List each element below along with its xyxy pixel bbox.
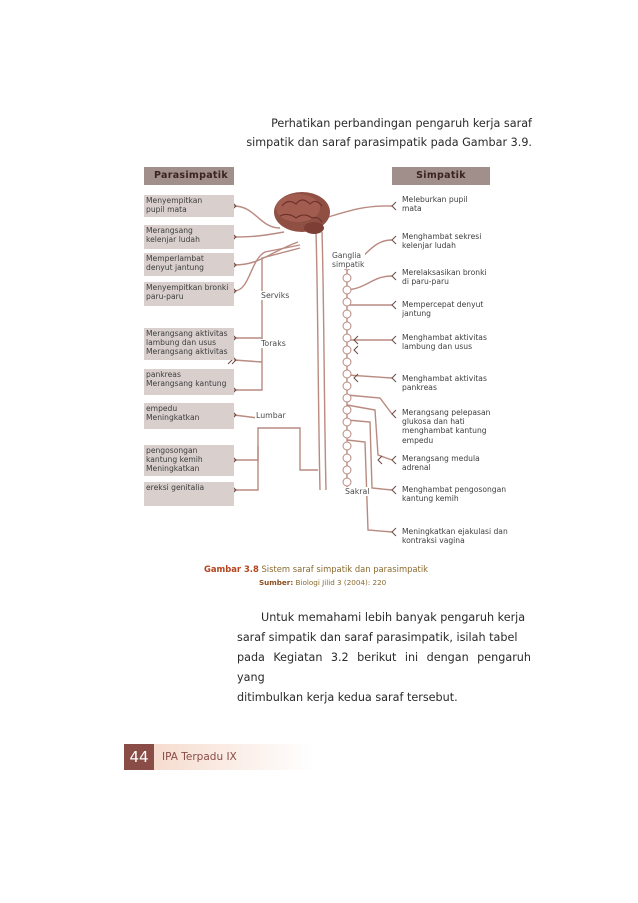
- body-paragraph: Untuk memahami lebih banyak pengaruh ker…: [237, 608, 531, 708]
- body-line-1: Untuk memahami lebih banyak pengaruh ker…: [237, 608, 531, 628]
- region-sakral: Sakral: [344, 487, 370, 496]
- ganglia-label: Ganglia simpatik: [331, 251, 365, 269]
- symp-nerve-3: [347, 276, 392, 290]
- para-vagus: [234, 248, 300, 390]
- header-parasimpatik: Parasimpatik: [144, 167, 234, 185]
- symp-nerve-10: [347, 440, 392, 532]
- symp-nerve-7: [347, 395, 392, 414]
- region-toraks: Toraks: [260, 339, 287, 348]
- spinal-cord: [316, 232, 320, 490]
- para-sacral-3: [234, 446, 258, 490]
- figure-caption: Gambar 3.8 Sistem saraf simpatik dan par…: [204, 564, 428, 574]
- body-line-2: saraf simpatik dan saraf parasimpatik, i…: [237, 628, 531, 648]
- page-number: 44: [124, 744, 154, 770]
- symp-nerve-8: [347, 405, 392, 460]
- para-nerve-4: [234, 245, 300, 291]
- para-nerve-3: [234, 242, 298, 265]
- right-label-2: Menghambat sekresi kelenjar ludah: [402, 232, 532, 250]
- region-lumbar: Lumbar: [255, 411, 287, 420]
- left-label-1: Menyempitkan pupil mata: [144, 195, 234, 217]
- para-nerve-6: [234, 360, 262, 362]
- figure-source: Sumber: Biologi Jilid 3 (2004): 220: [259, 578, 386, 587]
- left-label-9: ereksi genitalia: [144, 482, 234, 506]
- source-label: Sumber:: [259, 578, 293, 587]
- right-label-1: Meleburkan pupil mata: [402, 195, 532, 213]
- caption-label: Gambar 3.8: [204, 564, 259, 574]
- source-text: Biologi Jilid 3 (2004): 220: [296, 578, 387, 587]
- right-label-8: Merangsang medula adrenal: [402, 454, 532, 472]
- left-label-6: pankreas Merangsang kantung: [144, 369, 234, 395]
- para-nerve-1: [234, 206, 280, 228]
- left-label-7: empedu Meningkatkan: [144, 403, 234, 429]
- caption-text: Sistem saraf simpatik dan parasimpatik: [261, 564, 428, 574]
- left-label-3: Memperlambat denyut jantung: [144, 253, 234, 276]
- body-line-3: pada Kegiatan 3.2 berikut ini dengan pen…: [237, 648, 531, 688]
- body-line-4: ditimbulkan kerja kedua saraf tersebut.: [237, 688, 531, 708]
- left-label-8: pengosongan kantung kemih Meningkatkan: [144, 445, 234, 476]
- para-nerve-2: [234, 232, 284, 237]
- right-label-7: Merangsang pelepasan glukosa dan hati me…: [402, 408, 532, 445]
- spinal-cord-right: [322, 232, 326, 490]
- para-sacral-1: [234, 428, 318, 470]
- header-simpatik: Simpatik: [392, 167, 490, 185]
- right-label-10: Meningkatkan ejakulasi dan kontraksi vag…: [402, 527, 532, 545]
- right-label-5: Menghambat aktivitas lambung dan usus: [402, 333, 532, 351]
- right-label-9: Menghambat pengosongan kantung kemih: [402, 485, 532, 503]
- left-label-2: Merangsang kelenjar ludah: [144, 225, 234, 249]
- right-label-6: Menghambat aktivitas pankreas: [402, 374, 532, 392]
- symp-nerve-9: [347, 420, 392, 490]
- left-label-4: Menyempitkan bronki paru-paru: [144, 282, 234, 306]
- brain-illustration: [274, 192, 330, 234]
- book-title: IPA Terpadu IX: [162, 744, 237, 770]
- region-serviks: Serviks: [260, 291, 290, 300]
- right-label-4: Mempercepat denyut jantung: [402, 300, 532, 318]
- left-label-5: Merangsang aktivitas lambung dan usus Me…: [144, 328, 234, 360]
- right-label-3: Merelaksasikan bronki di paru-paru: [402, 268, 532, 286]
